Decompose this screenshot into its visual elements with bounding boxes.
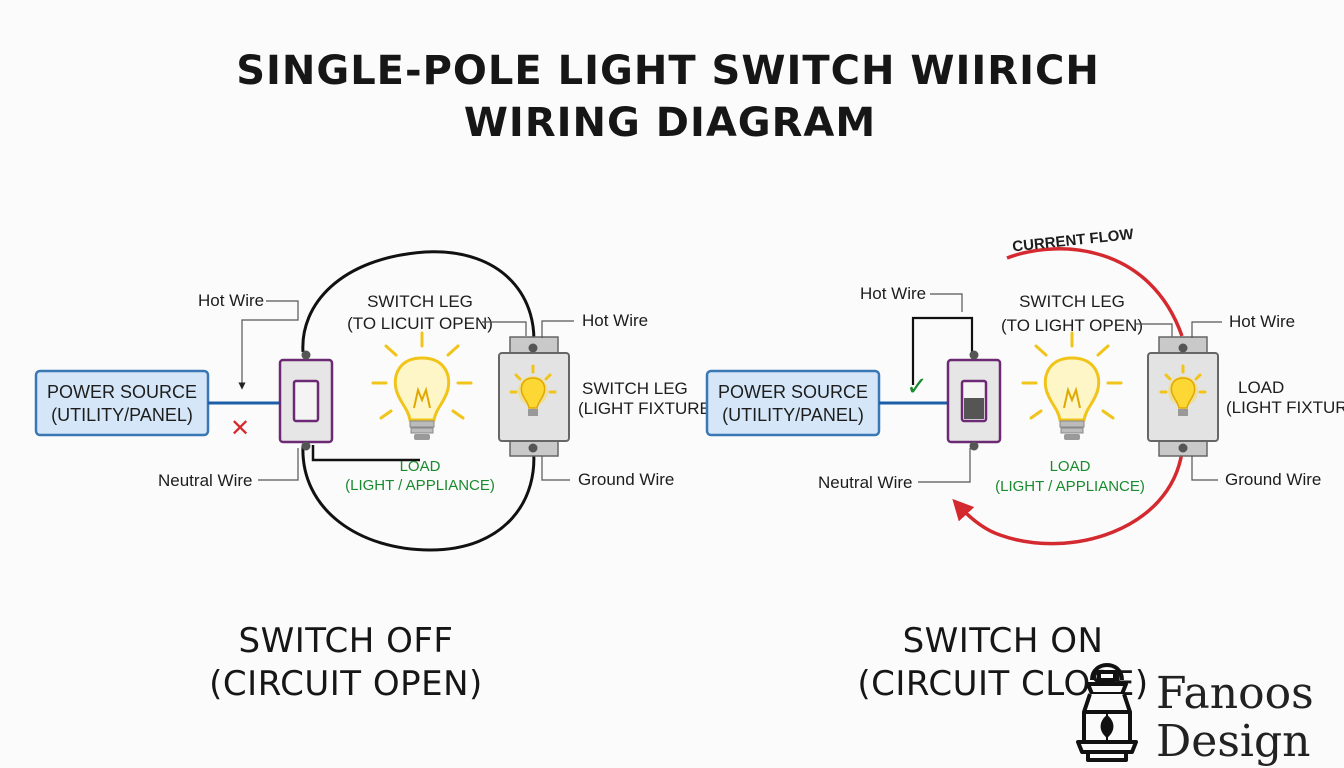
- logo-text-line-1: Fanoos: [1156, 668, 1314, 719]
- right-ground-wire-label: Ground Wire: [1225, 470, 1321, 489]
- right-power-source-label-2: (UTILITY/PANEL): [722, 405, 864, 425]
- left-ground-wire-leader: [541, 456, 570, 481]
- left-fixture-hot-wire-label: Hot Wire: [582, 311, 648, 330]
- left-switch-leg-leader: [482, 321, 527, 336]
- left-fixture-label-2: (LIGHT FIXTURE): [578, 399, 717, 418]
- left-neutral-wire-leader: [258, 448, 299, 481]
- left-loop-wire-top: [301, 250, 536, 353]
- right-fixture-hot-wire-label: Hot Wire: [1229, 312, 1295, 331]
- right-switch-leg-label-1: SWITCH LEG: [1019, 292, 1125, 311]
- right-neutral-wire-leader: [918, 448, 971, 483]
- title-line-2: WIRING DIAGRAM: [464, 100, 876, 146]
- right-status-check-icon: ✓: [906, 372, 928, 402]
- left-bulb-icon: [371, 331, 473, 440]
- left-status-x-icon: ✕: [230, 414, 250, 442]
- title-line-1: SINGLE-POLE LIGHT SWITCH WIIRICH: [236, 48, 1100, 94]
- left-neutral-wire-label: Neutral Wire: [158, 471, 252, 490]
- right-power-source-label-1: POWER SOURCE: [718, 382, 868, 402]
- left-load-wire: [311, 445, 420, 462]
- right-neutral-wire-label: Neutral Wire: [818, 473, 912, 492]
- left-fixture-label-1: SWITCH LEG: [582, 379, 688, 398]
- left-switch-top-screw: [301, 350, 311, 360]
- left-panel: POWER SOURCE (UTILITY/PANEL) ✕ Hot Wire …: [34, 250, 717, 704]
- left-loop-wire-bottom: [301, 444, 536, 552]
- left-load-label-1: LOAD: [400, 458, 441, 475]
- right-bulb-icon: [1021, 331, 1123, 440]
- right-load-label-1: LOAD: [1050, 458, 1091, 475]
- left-fixture-hot-wire-leader: [541, 320, 574, 338]
- left-power-source-label-2: (UTILITY/PANEL): [51, 405, 193, 425]
- left-hot-wire-leader: [238, 300, 299, 390]
- left-hot-wire-label: Hot Wire: [198, 291, 264, 310]
- left-switch-leg-label-2: (TO LICUIT OPEN): [347, 314, 493, 333]
- logo-text-line-2: Design: [1156, 716, 1310, 767]
- right-fixture-label-1: LOAD: [1238, 378, 1284, 397]
- right-fixture-hot-wire-leader: [1191, 321, 1222, 338]
- left-switch-leg-label-1: SWITCH LEG: [367, 292, 473, 311]
- left-load-label-2: (LIGHT / APPLIANCE): [345, 477, 495, 494]
- left-power-source-label-1: POWER SOURCE: [47, 382, 197, 402]
- left-caption-line-1: SWITCH OFF: [239, 621, 454, 661]
- left-switch-bottom-screw: [301, 441, 311, 451]
- right-panel: CURRENT FLOW POWER SOURCE (UTILITY/PANEL…: [705, 226, 1344, 704]
- right-switch-leg-label-2: (TO LIGHT OPEN): [1001, 316, 1143, 335]
- right-switch-bottom-screw: [969, 441, 979, 451]
- right-hot-wire-label: Hot Wire: [860, 284, 926, 303]
- left-caption-line-2: (CIRCUIT OPEN): [209, 664, 483, 704]
- right-switch-top-screw: [969, 350, 979, 360]
- right-ground-wire-leader: [1191, 456, 1218, 481]
- left-switch-toggle: [292, 379, 320, 423]
- right-caption-line-1: SWITCH ON: [903, 621, 1104, 661]
- left-light-fixture: [498, 336, 570, 457]
- logo: Fanoos Design: [1076, 663, 1314, 767]
- left-power-source-box: [34, 369, 210, 437]
- right-switch-toggle-on: [964, 398, 984, 419]
- right-current-flow-arc-bottom: [952, 451, 1184, 546]
- right-switch-leg-leader: [1136, 323, 1173, 338]
- right-hot-wire-leader: [930, 293, 963, 312]
- right-hot-wire-bracket: [911, 316, 974, 385]
- right-current-flow-arc-top: [1006, 247, 1184, 337]
- right-load-label-2: (LIGHT / APPLIANCE): [995, 478, 1145, 495]
- lantern-icon: [1076, 663, 1138, 762]
- left-ground-wire-label: Ground Wire: [578, 470, 674, 489]
- right-fixture-label-2: (LIGHT FIXTURE): [1226, 398, 1344, 417]
- right-light-fixture: [1147, 336, 1219, 457]
- right-power-source-box: [705, 369, 881, 437]
